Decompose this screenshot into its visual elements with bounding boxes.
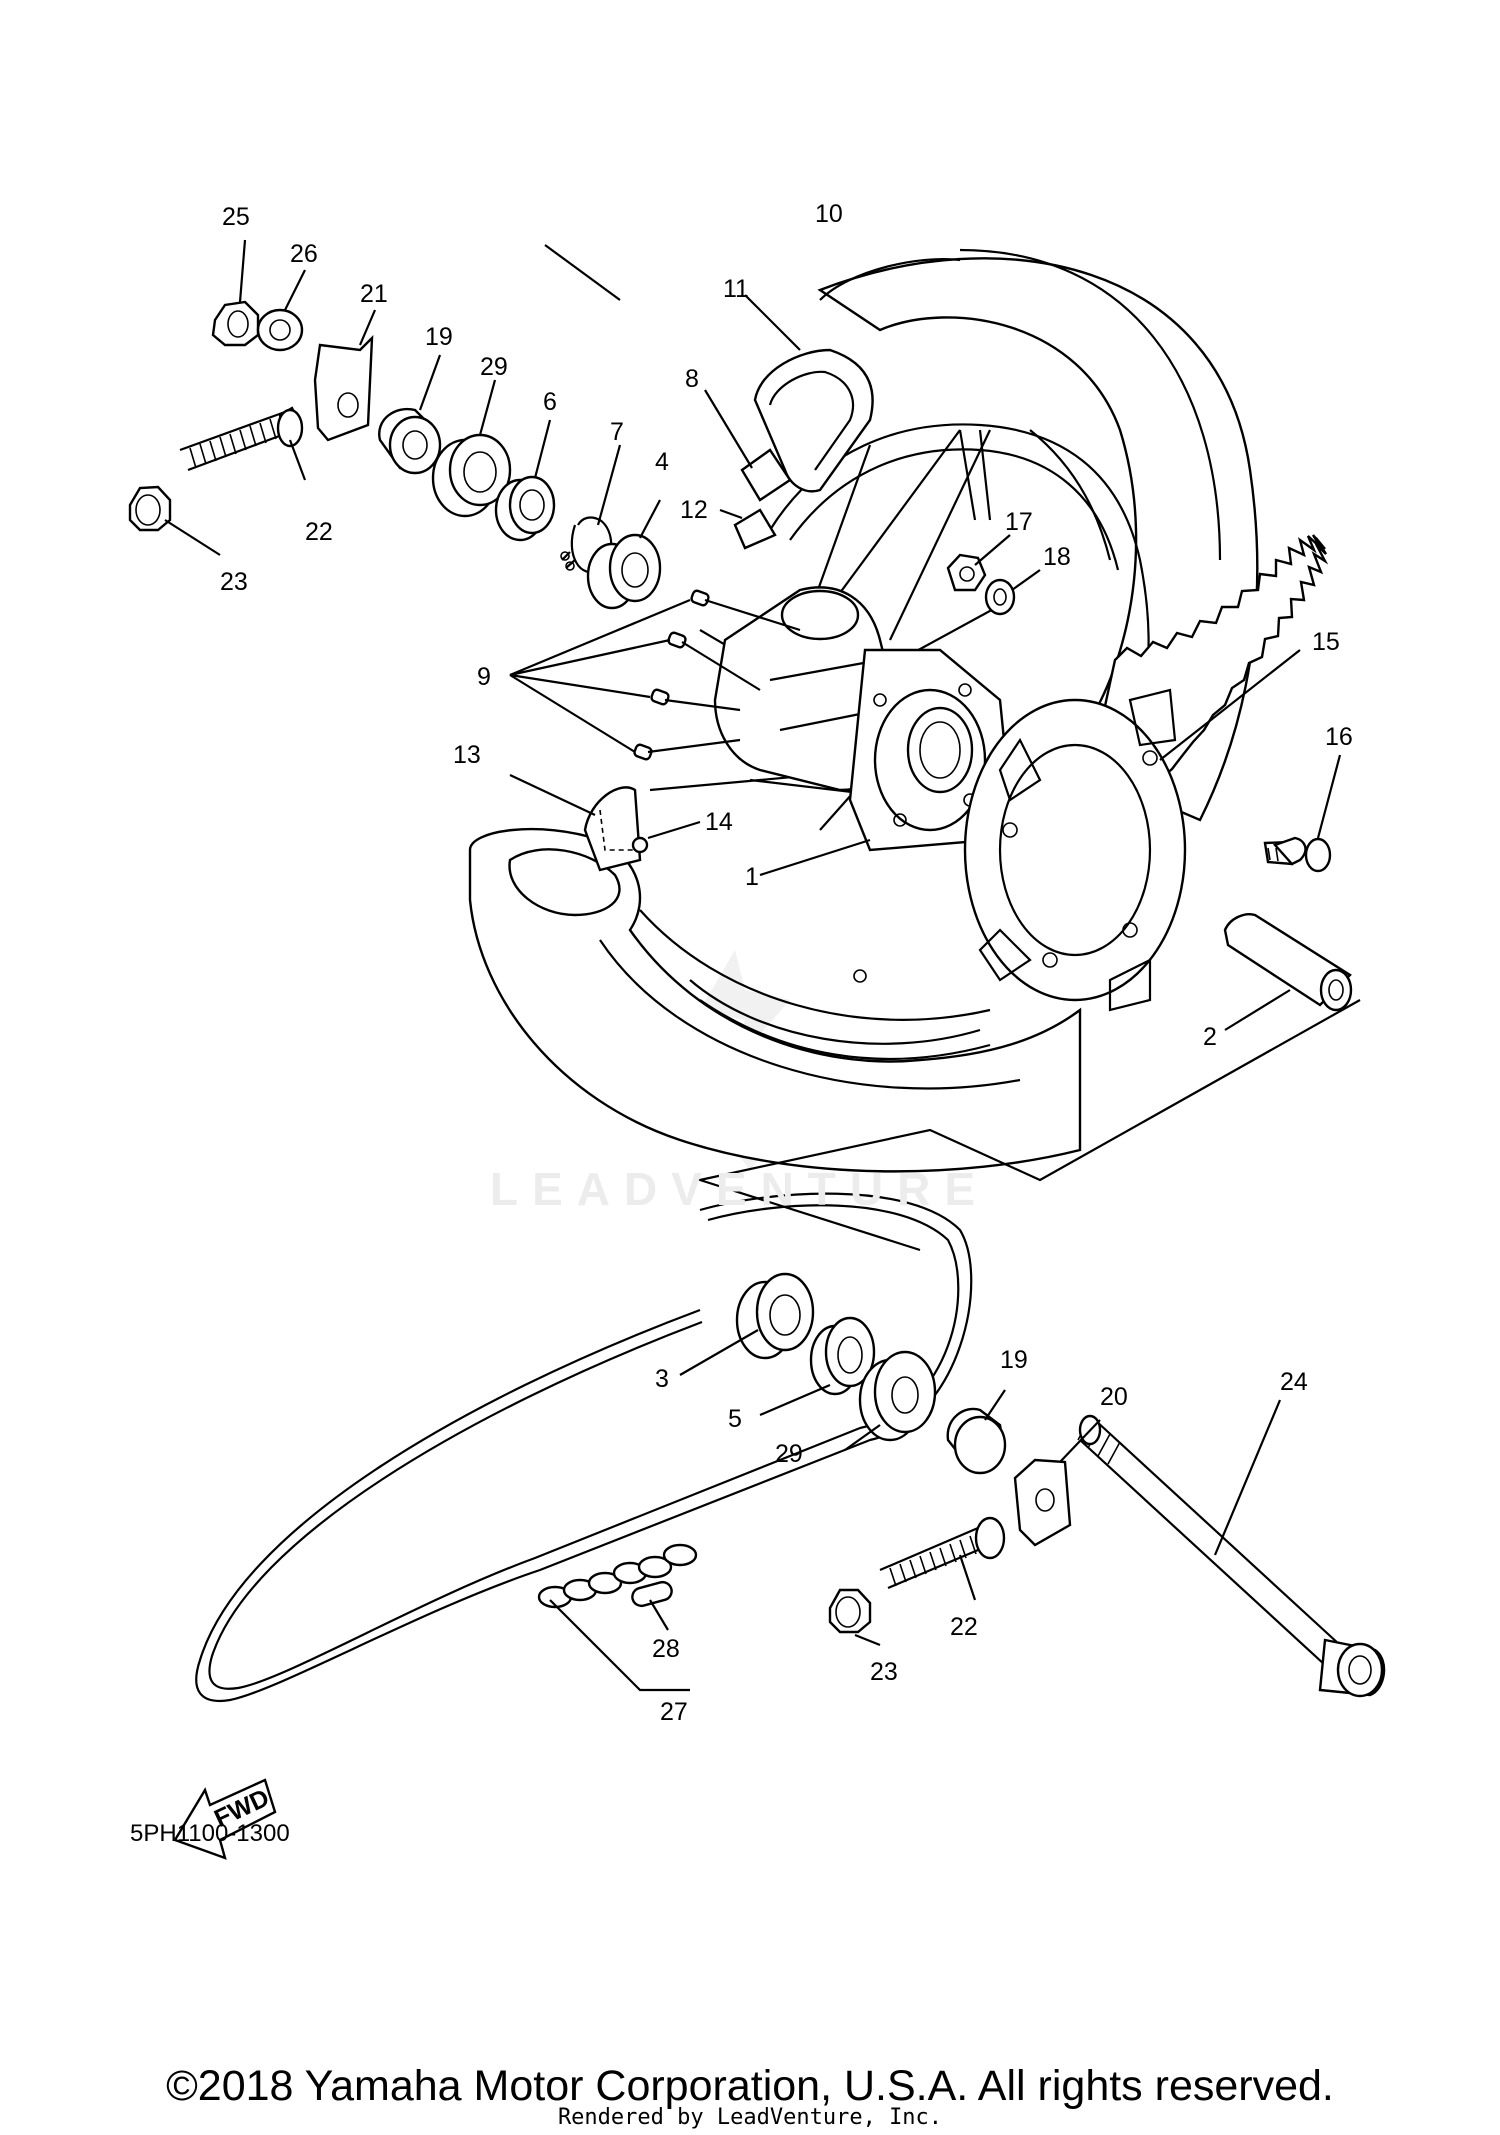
callout-25: 25	[222, 203, 250, 231]
nut-23-upper	[128, 485, 172, 532]
callout-11: 11	[723, 275, 749, 303]
chain-joint	[537, 1543, 698, 1609]
rim-lock	[583, 786, 649, 872]
callout-12: 12	[680, 496, 708, 524]
callout-29-lower: 29	[775, 1440, 803, 1468]
watermark-text: LEADVENTURE	[490, 1163, 990, 1215]
adjuster-21	[313, 334, 374, 442]
rendered-by: Rendered by LeadVenture, Inc.	[557, 2105, 943, 2130]
callout-8: 8	[685, 365, 699, 393]
callout-22-upper: 22	[305, 518, 333, 546]
spoke-nipples	[633, 589, 801, 761]
callout-15: 15	[1312, 628, 1340, 656]
leader-lines	[164, 239, 1361, 1692]
washer-26	[256, 308, 304, 352]
callout-17: 17	[1005, 508, 1033, 536]
washer-18	[984, 578, 1016, 616]
hub	[713, 586, 1012, 852]
callout-5: 5	[728, 1405, 742, 1433]
callout-13: 13	[453, 741, 481, 769]
bearing-6	[494, 475, 556, 542]
collar-19	[378, 407, 442, 475]
chain	[195, 1192, 973, 1703]
callout-3: 3	[655, 1365, 669, 1393]
bolt-22-upper	[179, 406, 304, 472]
callout-22-lower: 22	[950, 1613, 978, 1641]
seal-29-lower	[858, 1350, 937, 1442]
callout-19: 19	[425, 323, 453, 351]
collar-2	[1223, 913, 1353, 1012]
callout-16: 16	[1325, 723, 1353, 751]
spacer-5	[809, 1316, 876, 1396]
callout-6: 6	[543, 388, 557, 416]
sprocket	[963, 534, 1329, 1012]
nut-25	[211, 300, 260, 347]
copyright-notice: ©2018 Yamaha Motor Corporation, U.S.A. A…	[166, 2062, 1334, 2110]
callout-18: 18	[1043, 543, 1071, 571]
callout-1: 1	[745, 863, 759, 891]
rim-band	[819, 257, 961, 301]
callout-7: 7	[610, 418, 624, 446]
callout-23-lower: 23	[870, 1658, 898, 1686]
nut-23-lower	[828, 1588, 872, 1634]
bolt-22-lower	[879, 1516, 1006, 1590]
collar-19-lower	[946, 1407, 1007, 1475]
seal-29	[431, 433, 512, 518]
diagram-code: 5PH1100-1300	[130, 1820, 290, 1847]
callout-24: 24	[1280, 1368, 1308, 1396]
callout-28: 28	[652, 1635, 680, 1663]
callout-23-upper: 23	[220, 568, 248, 596]
callout-29: 29	[480, 353, 508, 381]
callout-19-lower: 19	[1000, 1346, 1028, 1374]
bearing-3	[735, 1272, 815, 1360]
callout-21: 21	[360, 280, 388, 308]
callout-4: 4	[655, 448, 669, 476]
adjuster-20	[1013, 1458, 1072, 1547]
callout-numbers: 25 26 21 19 29 6 7 4 22 23 10 11 8 12 9 …	[220, 200, 1353, 1726]
bolt-16	[1263, 836, 1332, 873]
callout-14: 14	[705, 808, 733, 836]
callout-10: 10	[815, 200, 843, 228]
bearing-4	[586, 533, 662, 610]
callout-9: 9	[477, 663, 491, 691]
callout-26: 26	[290, 240, 318, 268]
callout-20: 20	[1100, 1383, 1128, 1411]
tube	[733, 348, 874, 550]
callout-2: 2	[1203, 1023, 1217, 1051]
callout-27: 27	[660, 1698, 688, 1726]
axle-24	[1077, 1414, 1386, 1698]
